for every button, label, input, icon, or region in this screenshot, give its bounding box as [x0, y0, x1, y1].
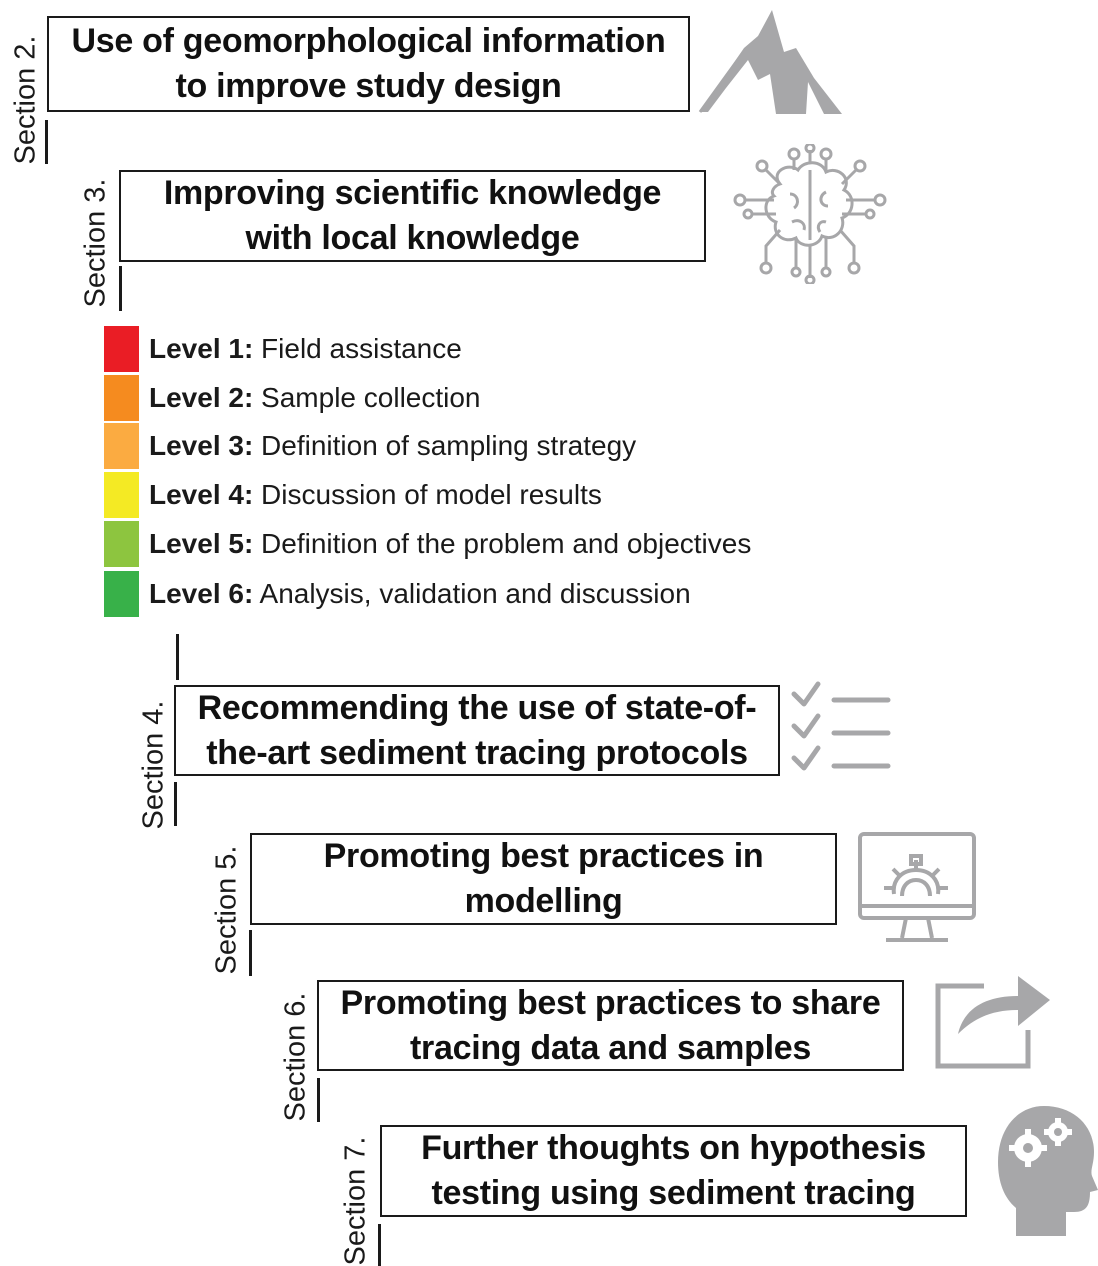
- level-5-desc: Definition of the problem and objectives: [253, 528, 752, 559]
- head-gears-icon: [998, 1106, 1098, 1236]
- level-2-desc: Sample collection: [253, 382, 481, 413]
- section-5-bar: [249, 930, 252, 976]
- level-4-name: Level 4:: [149, 479, 254, 510]
- level-5-text: Level 5: Definition of the problem and o…: [149, 528, 751, 560]
- checklist-icon: [791, 681, 891, 771]
- level-4-text: Level 4: Discussion of model results: [149, 479, 602, 511]
- section-3-box: Improving scientific knowledge with loca…: [119, 170, 706, 262]
- brain-circuit-icon: [733, 144, 887, 284]
- level-2-text: Level 2: Sample collection: [149, 382, 481, 414]
- section-7-title: Further thoughts on hypothesis testing u…: [421, 1129, 926, 1212]
- level-3-name: Level 3:: [149, 430, 254, 461]
- level-5-swatch: [104, 521, 139, 567]
- level-1-text: Level 1: Field assistance: [149, 333, 462, 365]
- section-2-bar: [45, 120, 48, 164]
- section-4-box: Recommending the use of state-of- the-ar…: [174, 685, 780, 776]
- level-6-swatch: [104, 571, 139, 617]
- level-1-swatch: [104, 326, 139, 372]
- level-1-desc: Field assistance: [253, 333, 462, 364]
- level-2-swatch: [104, 375, 139, 421]
- level-4-swatch: [104, 472, 139, 518]
- level-3-row: Level 3: Definition of sampling strategy: [104, 423, 636, 469]
- level-1-row: Level 1: Field assistance: [104, 326, 462, 372]
- monitor-gear-icon: [858, 832, 976, 942]
- level-6-desc: Analysis, validation and discussion: [253, 578, 691, 609]
- section-3-bar: [119, 266, 122, 311]
- level-4-row: Level 4: Discussion of model results: [104, 472, 602, 518]
- level-6-row: Level 6: Analysis, validation and discus…: [104, 571, 691, 617]
- level-3-swatch: [104, 423, 139, 469]
- levels-connector-bar: [176, 634, 179, 680]
- level-5-row: Level 5: Definition of the problem and o…: [104, 521, 751, 567]
- section-7-bar: [378, 1224, 381, 1266]
- section-5-box: Promoting best practices in modelling: [250, 833, 837, 925]
- level-6-name: Level 6:: [149, 578, 254, 609]
- level-3-desc: Definition of sampling strategy: [253, 430, 637, 461]
- section-4-bar: [174, 782, 177, 826]
- level-5-name: Level 5:: [149, 528, 254, 559]
- level-2-row: Level 2: Sample collection: [104, 375, 481, 421]
- level-4-desc: Discussion of model results: [253, 479, 602, 510]
- share-arrow-icon: [935, 976, 1050, 1069]
- section-2-box: Use of geomorphological information to i…: [47, 16, 690, 112]
- section-2-title: Use of geomorphological information to i…: [71, 22, 666, 105]
- section-6-bar: [317, 1078, 320, 1122]
- section-5-title: Promoting best practices in modelling: [323, 837, 764, 920]
- mountain-icon: [698, 10, 842, 114]
- level-2-name: Level 2:: [149, 382, 254, 413]
- section-4-title: Recommending the use of state-of- the-ar…: [197, 688, 757, 772]
- section-3-title: Improving scientific knowledge with loca…: [163, 174, 662, 257]
- section-7-box: Further thoughts on hypothesis testing u…: [380, 1125, 967, 1217]
- level-3-text: Level 3: Definition of sampling strategy: [149, 430, 636, 462]
- level-6-text: Level 6: Analysis, validation and discus…: [149, 578, 691, 610]
- level-1-name: Level 1:: [149, 333, 254, 364]
- section-6-box: Promoting best practices to share tracin…: [317, 980, 904, 1071]
- section-6-title: Promoting best practices to share tracin…: [340, 983, 881, 1067]
